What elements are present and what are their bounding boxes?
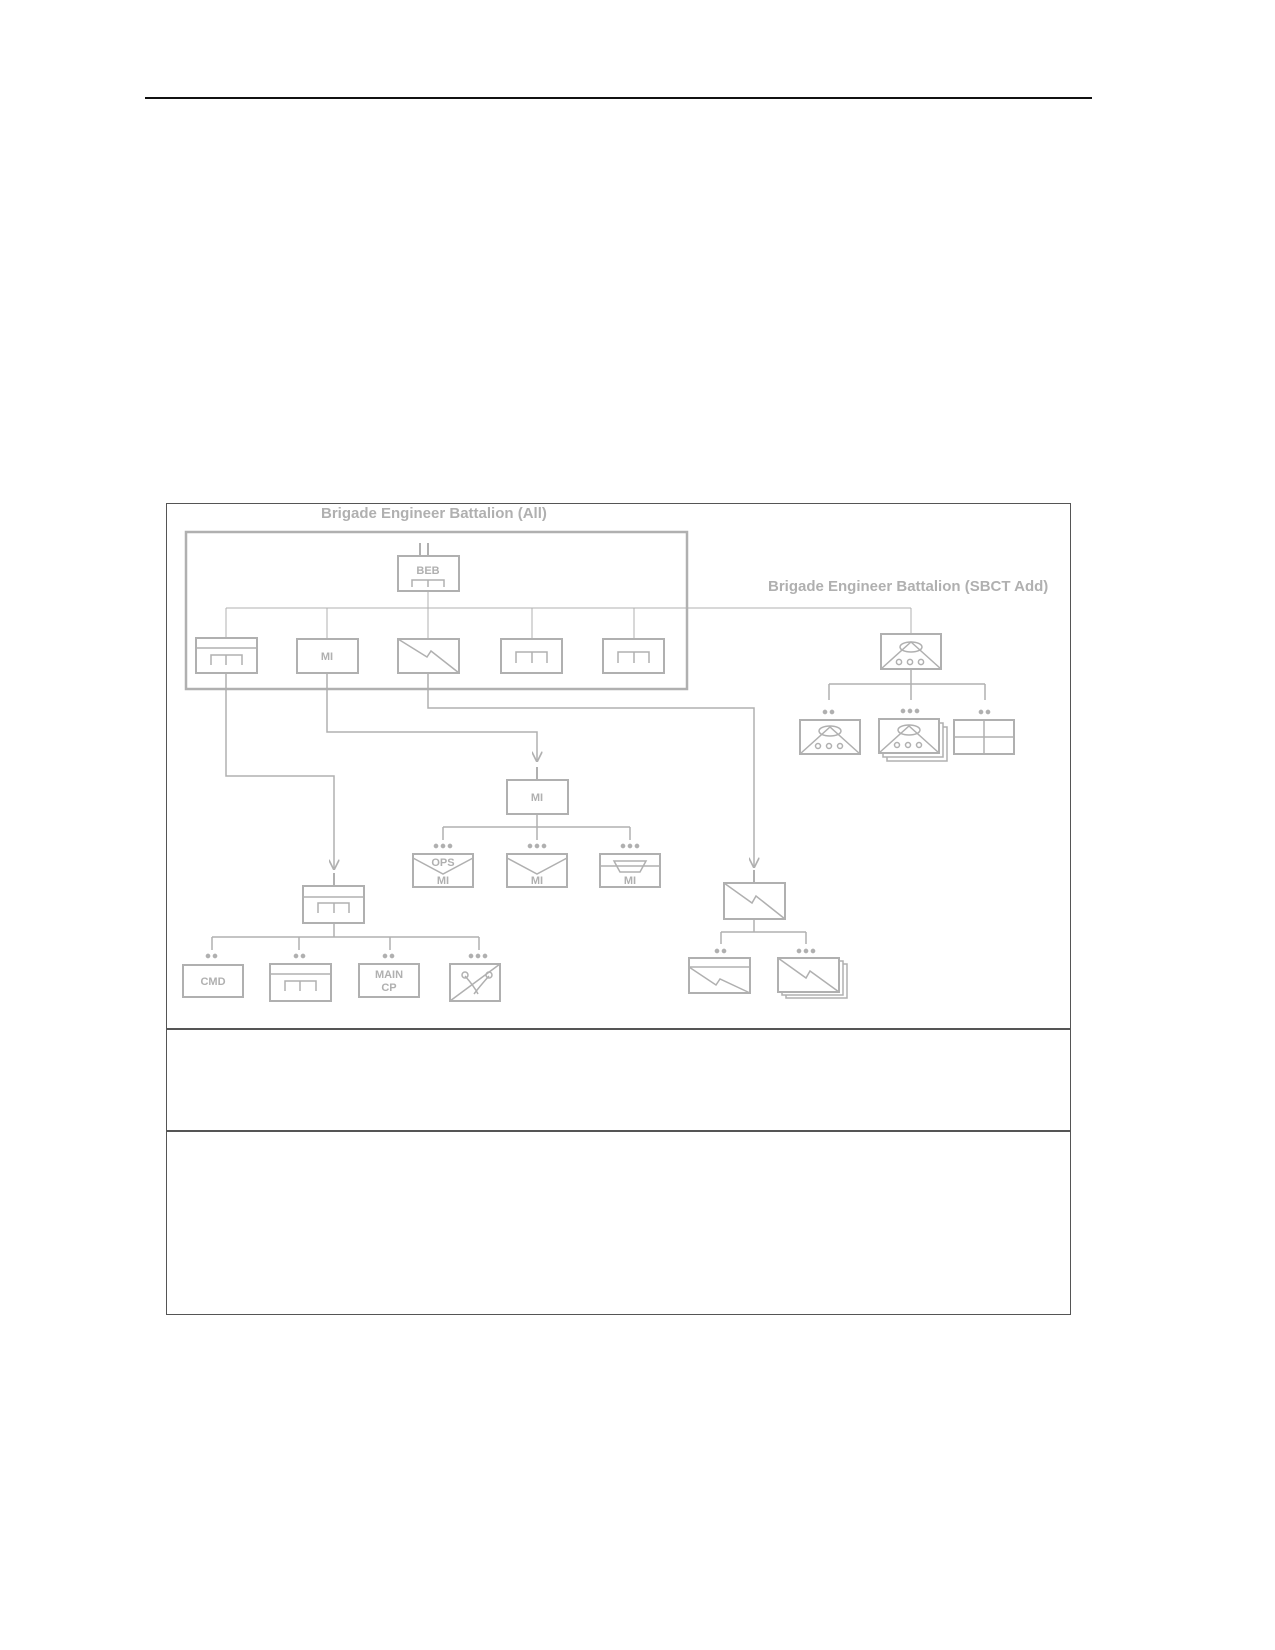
signal-company-node bbox=[397, 638, 460, 674]
caption-divider-lower bbox=[166, 1130, 1071, 1132]
maintenance-node bbox=[449, 953, 501, 1002]
engineer-company-node-3 bbox=[602, 638, 665, 674]
mi-ops-label: MI bbox=[437, 875, 449, 887]
cavalry-troop-parent-node bbox=[880, 633, 942, 670]
signal-hq-node bbox=[723, 870, 786, 920]
mi-company-subtree-node: MI bbox=[506, 767, 569, 815]
mi-uas-label: MI bbox=[624, 875, 636, 887]
main-label: MAIN bbox=[375, 969, 403, 981]
caption-divider bbox=[166, 1028, 1071, 1030]
mi-ops-platoon-node: OPS MI bbox=[412, 843, 474, 888]
ops-label: OPS bbox=[431, 857, 454, 869]
bus-lines bbox=[225, 591, 912, 638]
engineer-bus bbox=[211, 923, 480, 950]
signal-platoon-node bbox=[688, 948, 751, 994]
mi-company-node: MI bbox=[296, 638, 359, 674]
mi-platoon-label: MI bbox=[531, 875, 543, 887]
engineer-company-node-2 bbox=[500, 638, 563, 674]
engineer-company-node bbox=[195, 637, 258, 674]
beb-node: BEB bbox=[397, 543, 460, 592]
signal-bus bbox=[720, 919, 807, 944]
group-sbct-title: Brigade Engineer Battalion (SBCT Add) bbox=[768, 578, 1048, 595]
connector-arrows bbox=[225, 673, 754, 868]
sbct-bus bbox=[828, 669, 986, 700]
mi-bus bbox=[442, 814, 631, 840]
cmd-node: CMD bbox=[182, 953, 244, 998]
sbct-child-3 bbox=[953, 709, 1015, 755]
main-cp-node: MAIN CP bbox=[358, 953, 420, 998]
sbct-child-1 bbox=[799, 709, 861, 755]
figure-frame bbox=[166, 503, 1071, 1315]
engineer-detachment-node bbox=[269, 953, 332, 1002]
sbct-child-2 bbox=[878, 708, 948, 762]
mi-uas-platoon-node: MI bbox=[599, 843, 661, 888]
mi-subtree-label: MI bbox=[531, 792, 543, 804]
group-all-enclosure bbox=[184, 530, 689, 691]
group-all-title: Brigade Engineer Battalion (All) bbox=[321, 505, 547, 522]
cp-label: CP bbox=[381, 982, 396, 994]
cmd-label: CMD bbox=[200, 976, 225, 988]
signal-multi-node bbox=[777, 948, 848, 999]
engineer-hq-node bbox=[302, 873, 365, 924]
header-rule bbox=[145, 97, 1092, 99]
mi-company-label: MI bbox=[321, 651, 333, 663]
mi-platoon-node: MI bbox=[506, 843, 568, 888]
beb-label: BEB bbox=[416, 565, 439, 577]
